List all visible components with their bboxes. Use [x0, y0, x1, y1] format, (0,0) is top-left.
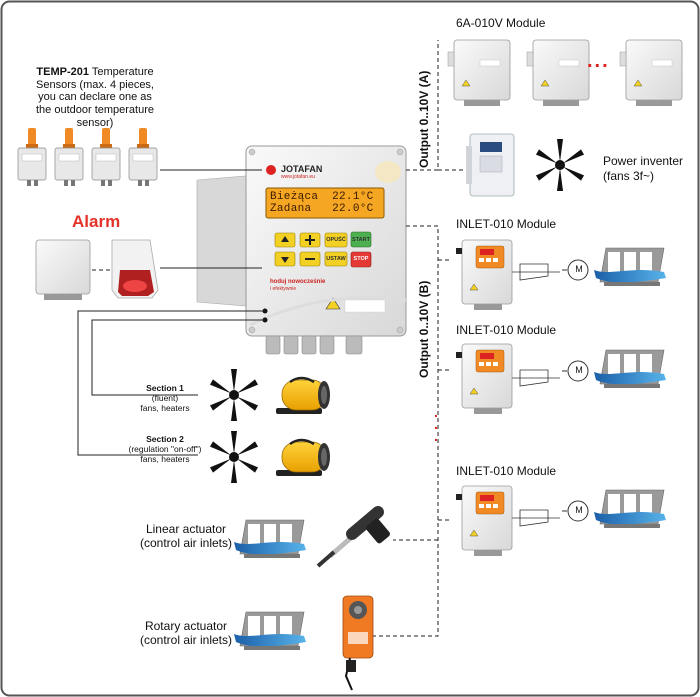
section2-label: Section 2 (regulation "on-off") fans, he… [128, 434, 202, 465]
sensor-name: TEMP-201 [36, 66, 89, 78]
lcd-text: Bieżąca 22.1°C Zadana 22.0°C [270, 191, 374, 215]
controller-slogan-2: i efektywnie [270, 286, 297, 292]
controller-brand: JOTAFAN [281, 164, 323, 174]
minus-icon [305, 258, 315, 260]
output-a-label: Output 0..10V (A) [417, 70, 431, 168]
power-inverter [466, 133, 515, 197]
section1-label: Section 1 (fluent) fans, heaters [140, 383, 190, 414]
rotary-actuator [342, 595, 374, 691]
air-inlet-1 [593, 247, 667, 287]
inverter-label-line1: Power inventer [603, 154, 684, 168]
arrow-up-icon [281, 236, 289, 242]
air-inlet-2 [593, 349, 667, 389]
more-modules-dots: ... [587, 50, 610, 72]
alarm-label: Alarm [72, 212, 121, 231]
controller-slogan-1: hoduj nowocześnie [270, 279, 326, 285]
cable-glands [265, 335, 363, 355]
inlet-module-2 [455, 343, 513, 415]
arrow-down-icon [281, 257, 289, 263]
motor-label-2: M [575, 365, 583, 375]
linear-actuator [316, 506, 390, 568]
keypad [274, 231, 372, 268]
key-ustaw: USTAW [326, 256, 346, 262]
controller-website: www.jotafan.eu [281, 174, 315, 180]
inlet-module-2-title: INLET-010 Module [456, 323, 557, 337]
lcd-screen [265, 187, 385, 219]
controller-unit [196, 145, 407, 355]
module-6a-2 [526, 39, 590, 107]
module-6a-title: 6A-010V Module [456, 16, 546, 30]
warning-icon [325, 297, 341, 310]
output-b-label: Output 0..10V (B) [417, 280, 431, 378]
sensor-description: TEMP-201 Temperature Sensors (max. 4 pie… [35, 66, 155, 129]
air-inlet-3 [593, 489, 667, 529]
rotary-actuator-label: Rotary actuator (control air inlets) [139, 619, 233, 647]
linear-actuator-label: Linear actuator (control air inlets) [139, 522, 233, 550]
motor-label-3: M [575, 505, 583, 515]
inlet-module-3-title: INLET-010 Module [456, 464, 557, 478]
key-start: START [352, 237, 370, 243]
inverter-label-line2: (fans 3f~) [603, 169, 655, 183]
inlet-module-1-title: INLET-010 Module [456, 217, 557, 231]
more-inlets-dots: . . . [434, 404, 438, 444]
inlet-module-3 [455, 485, 513, 557]
inlet-module-1 [455, 239, 513, 311]
brand-logo-icon [266, 165, 276, 175]
module-6a-1 [447, 39, 511, 107]
alarm-devices [35, 239, 159, 300]
motor-label-1: M [575, 264, 583, 274]
key-opusc: OPUŚĆ [326, 237, 346, 243]
key-stop: STOP [353, 256, 369, 262]
module-6a-3 [619, 39, 683, 107]
